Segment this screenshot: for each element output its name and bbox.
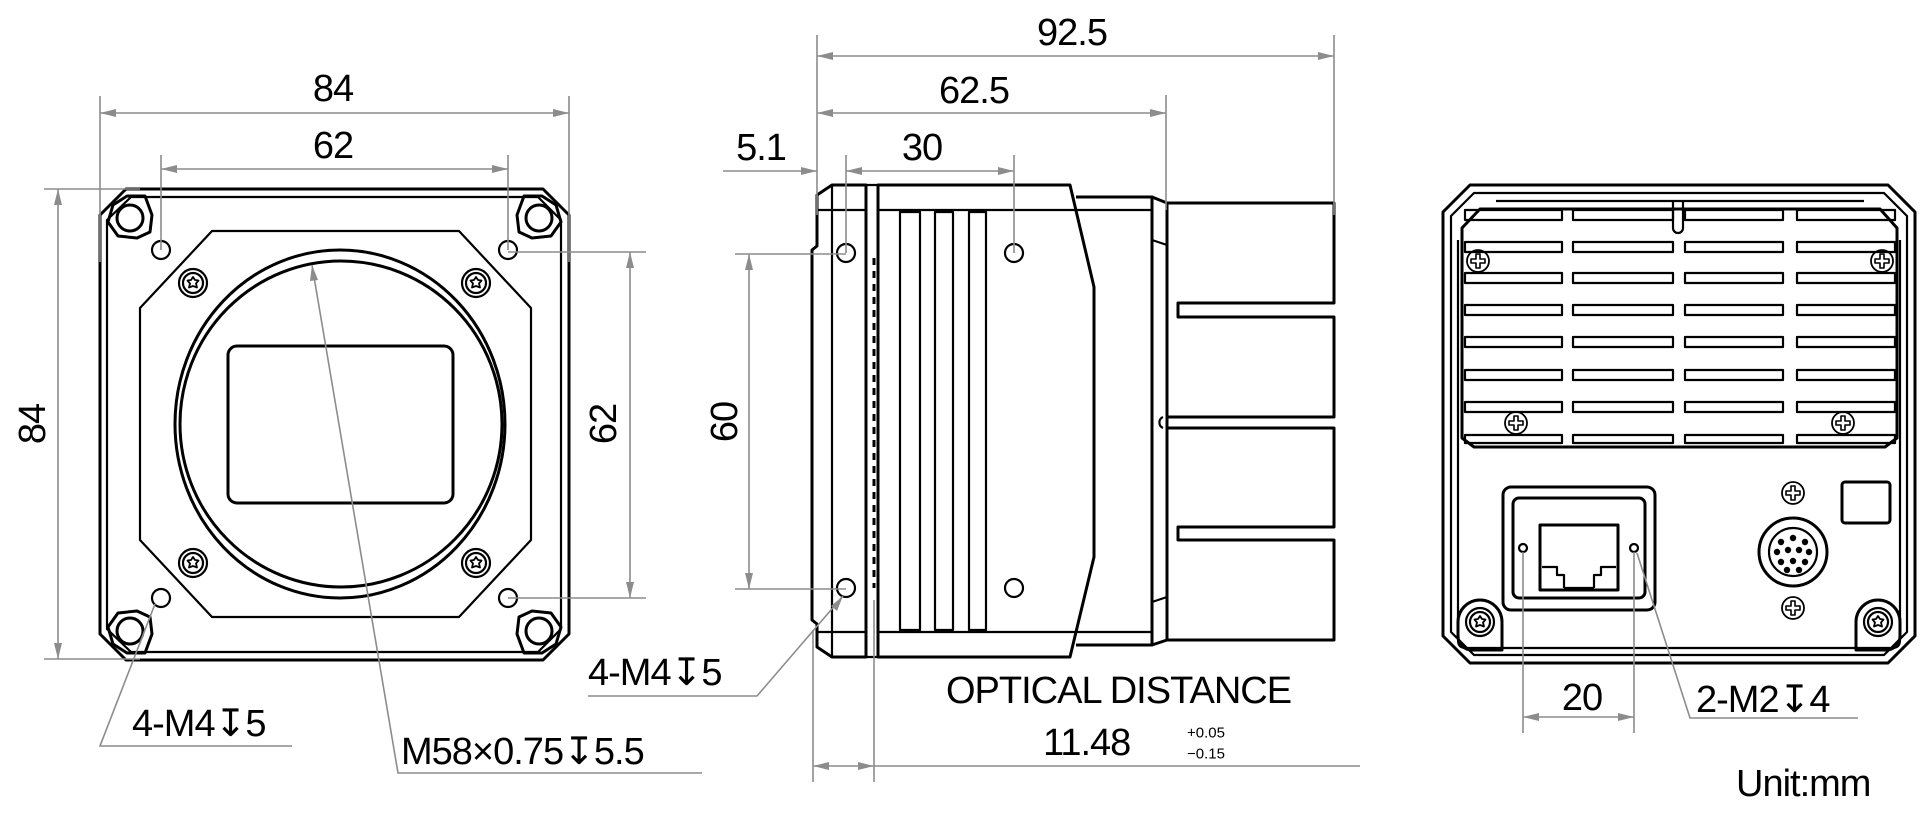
dim-front-hole-height-62 [508,251,646,599]
vent-slot [1683,400,1785,414]
optical-distance-tol-minus: −0.15 [1187,745,1225,763]
vent-slot [1683,208,1785,222]
side-front-plate [810,183,868,659]
callout-leader-mount [310,264,702,774]
callout-lens-mount: M58×0.75↧5.5 [401,731,645,773]
m4-hole-icon [150,239,519,609]
mount-plate-outline [138,229,533,619]
vent-slot [1683,271,1785,285]
callout-leader-side-holes [588,595,844,697]
dim-front-height-84 [44,188,140,660]
status-led-window [1840,480,1892,525]
vent-slot [1463,303,1564,317]
vent-slot [1795,335,1897,349]
dim-side-length-92.5 [816,35,1335,215]
side-heatsink [1167,201,1336,642]
vent-slot [1463,240,1564,254]
front-body-outline [98,187,571,662]
dim-label-side-length-overall: 92.5 [1037,12,1108,54]
side-cooling-ribs [898,210,988,632]
dim-label-side-hole-vertical: 60 [704,401,746,443]
vent-slot [1571,433,1675,445]
phillips-screw-icon [1504,411,1528,435]
phillips-screw-icon [1466,249,1490,273]
back-corner-screw-icon [1456,598,1902,652]
phillips-screw-icon [1781,596,1805,620]
vent-slot [1683,303,1785,317]
vent-slot [1795,240,1897,254]
vent-slot [1683,335,1785,349]
vent-slot [1795,368,1897,382]
vent-slot [1795,433,1897,445]
side-main-body [876,183,1096,659]
dim-side-hole-spacing-30 [845,155,1015,253]
optical-distance-label: OPTICAL DISTANCE [946,670,1292,712]
callout-side-holes: 4-M4↧5 [588,652,723,694]
dim-label-front-hole-height: 62 [583,403,625,445]
back-body-inner-outline [1449,191,1909,657]
back-body-outline [1441,183,1917,665]
vent-slot [1571,271,1675,285]
vent-slot [1463,208,1564,222]
vent-slot [1795,400,1897,414]
vent-slot [1683,433,1785,445]
dim-side-offset-5.1 [723,167,817,175]
unit-label: Unit:mm [1736,763,1871,805]
optical-distance-value: 11.48 [1043,722,1131,764]
rj45-port-icon [1501,485,1657,612]
dim-label-side-hole-offset: 5.1 [736,127,787,169]
dim-label-side-hole-spacing: 30 [901,127,943,169]
front-view [44,96,702,774]
torx-screw-icon [460,547,492,579]
vent-slot [1683,368,1785,382]
torx-screw-icon [460,267,492,299]
callout-front-holes: 4-M4↧5 [132,703,267,745]
side-ring [864,183,880,659]
vent-slot [1463,368,1564,382]
callout-leader-front-holes [98,603,292,747]
phillips-screw-icon [1870,249,1894,273]
dim-side-hole-spacing-60 [735,253,846,590]
io-connector-icon [1757,516,1829,588]
vent-slot [1571,240,1675,254]
optical-distance-tol-plus: +0.05 [1187,724,1225,742]
dim-label-front-height: 84 [12,403,54,445]
vent-slot [1795,271,1897,285]
corner-boss-icon [106,194,563,655]
vent-slot [1795,303,1897,317]
side-view [588,35,1360,782]
vent-slot [1571,335,1675,349]
back-heatsink-plate [1460,207,1899,449]
callout-back-holes: 2-M2↧4 [1696,679,1831,721]
vent-slot [1571,208,1675,222]
sensor-window [226,344,455,505]
torx-screw-icon [177,267,209,299]
dim-front-width-84 [99,96,570,262]
lens-mount-inner-ring [178,259,504,589]
vent-slot [1571,303,1675,317]
vent-slot [1463,335,1564,349]
vent-slot [1683,240,1785,254]
back-view [1441,183,1917,733]
dim-label-back-hole-spacing: 20 [1561,677,1603,719]
callout-leader-back-holes [1636,552,1858,719]
vent-slot [1463,400,1564,414]
lens-mount-outer-ring [173,248,507,600]
dim-optical-distance [812,600,1360,782]
dim-side-length-62.5 [817,95,1167,210]
dim-front-hole-width-62 [160,155,509,250]
vent-slot [1463,271,1564,285]
vent-slot [1795,208,1897,222]
vent-slot [1463,433,1564,445]
vent-slot [1571,368,1675,382]
torx-screw-icon [177,547,209,579]
phillips-screw-icon [1831,411,1855,435]
phillips-screw-icon [1781,481,1805,505]
dim-label-side-length-body: 62.5 [939,70,1010,112]
vent-slot [1571,400,1675,414]
dim-back-hole-spacing-20 [1522,552,1635,733]
dim-label-front-width: 84 [312,68,354,110]
back-vent-slots [1463,208,1897,445]
dim-label-front-hole-width: 62 [312,125,354,167]
